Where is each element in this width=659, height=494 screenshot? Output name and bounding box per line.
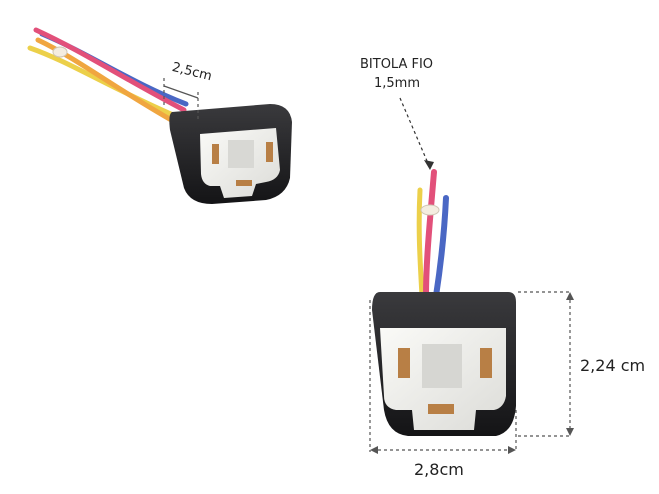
terminal-bottom-top-left (236, 180, 252, 186)
wire-gauge-leader (399, 97, 434, 170)
connector-top-left (27, 27, 292, 204)
dimension-depth (163, 78, 199, 122)
terminal-left-bottom-right (398, 348, 410, 378)
terminal-right-bottom-right (480, 348, 492, 378)
terminal-bottom-bottom-right (428, 404, 454, 414)
dimension-height (518, 291, 574, 437)
height-label: 2,24 cm (580, 356, 646, 375)
wire-gauge-value: 1,5mm (374, 76, 421, 91)
wire-gauge-title: BITOLA FIO (360, 57, 434, 72)
terminal-left-top-left (212, 144, 219, 164)
center-opening-top-left (228, 140, 254, 168)
connector-bottom-right (372, 169, 516, 436)
width-label: 2,8cm (414, 460, 464, 479)
wires-top-left (27, 27, 189, 129)
dimension-width (369, 300, 517, 454)
terminal-right-top-left (266, 142, 273, 162)
wires-bottom-right (416, 169, 449, 299)
center-opening-bottom-right (422, 344, 462, 388)
